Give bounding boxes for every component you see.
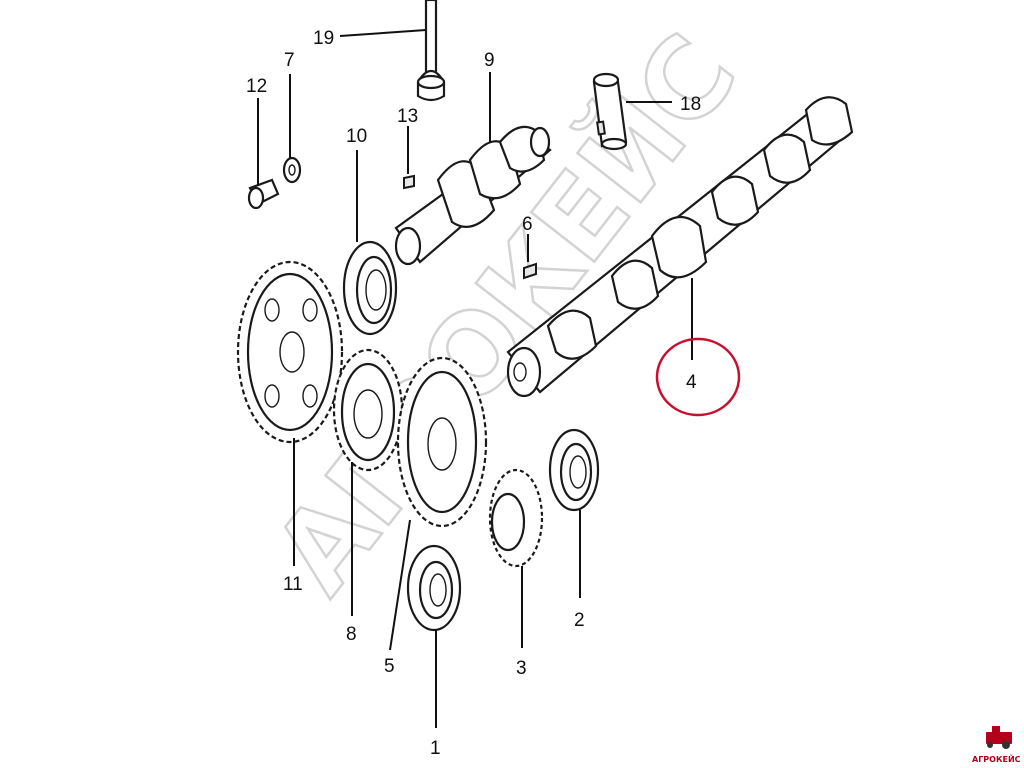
callout-3: 3	[516, 658, 527, 679]
part-7-washer	[282, 156, 302, 184]
callout-19: 19	[313, 28, 334, 49]
part-11-large-gear	[236, 260, 344, 444]
callout-13: 13	[397, 106, 418, 127]
part-6-key	[523, 262, 537, 280]
part-8-gear	[332, 348, 404, 472]
part-18-sleeve	[592, 72, 628, 151]
callout-11: 11	[283, 574, 303, 595]
part-1-bearing	[406, 544, 462, 632]
part-4-camshaft	[506, 96, 854, 398]
part-3-small-gear	[488, 468, 544, 568]
brand-logo: АГРОКЕЙС	[972, 726, 1021, 764]
part-9-crankshaft	[394, 125, 552, 266]
callout-labels: 19 9 12 7 13 10 18 6 4 11 8 5 3 2 1	[246, 28, 701, 759]
brand-logo-text: АГРОКЕЙС	[972, 753, 1021, 764]
leader-lines	[257, 29, 693, 728]
callout-4: 4	[686, 372, 697, 393]
highlight-circle	[655, 337, 741, 417]
part-13-key	[403, 174, 415, 190]
callout-12: 12	[246, 76, 267, 97]
part-19-valve	[416, 0, 446, 102]
callout-6: 6	[522, 214, 533, 235]
callout-18: 18	[680, 94, 701, 115]
part-5-gear	[396, 356, 488, 528]
part-2-bearing	[548, 428, 600, 512]
part-12-bolt	[247, 178, 280, 210]
callout-1: 1	[430, 738, 441, 759]
callout-9: 9	[484, 50, 495, 71]
callout-8: 8	[346, 624, 357, 645]
callout-5: 5	[384, 656, 395, 677]
callout-10: 10	[346, 126, 367, 147]
callout-7: 7	[284, 50, 295, 71]
callout-2: 2	[574, 610, 585, 631]
part-10-bearing	[342, 240, 398, 336]
